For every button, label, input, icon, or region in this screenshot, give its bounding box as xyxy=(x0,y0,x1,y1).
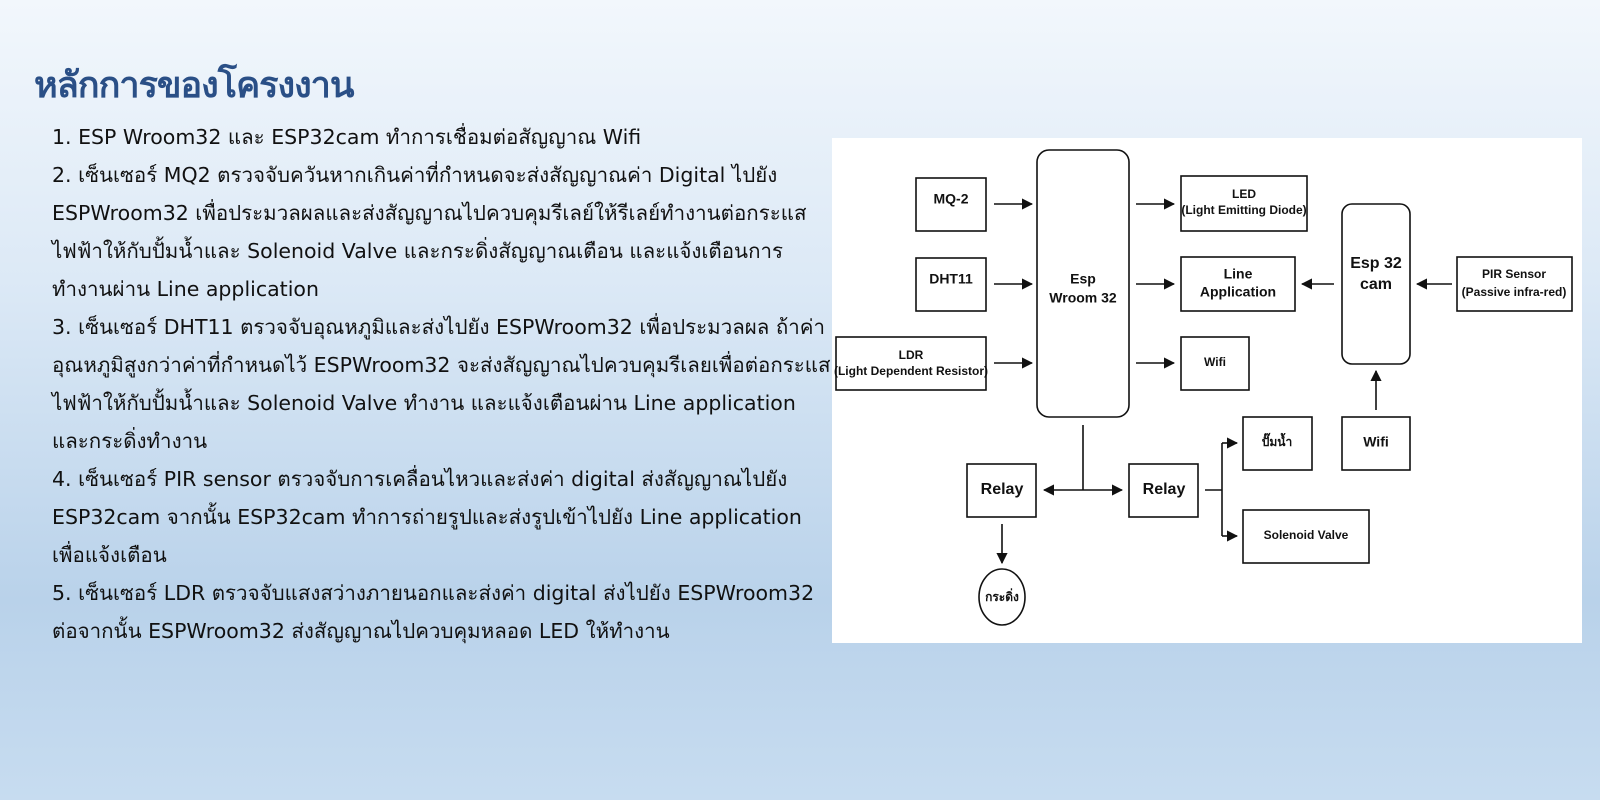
led-label: LED xyxy=(1232,187,1256,201)
bell-block: กระดิ่ง xyxy=(978,568,1026,626)
cam-sublabel: cam xyxy=(1360,276,1392,293)
list-item: 3. เซ็นเซอร์ DHT11 ตรวจจับอุณหภูมิและส่ง… xyxy=(52,315,831,453)
list-item: 5. เซ็นเซอร์ LDR ตรวจจับแสงสว่างภายนอกแล… xyxy=(52,581,815,643)
led-sublabel: (Light Emitting Diode) xyxy=(1181,203,1306,217)
esp32-cam-block: Esp 32 cam xyxy=(1341,203,1411,365)
pir-sublabel: (Passive infra-red) xyxy=(1462,285,1567,299)
page-title: หลักการของโครงงาน xyxy=(34,65,354,106)
relay-left-label: Relay xyxy=(981,481,1024,498)
line-application-block: Line Application xyxy=(1180,256,1296,312)
led-block: LED (Light Emitting Diode) xyxy=(1180,175,1308,232)
relay-left-block: Relay xyxy=(966,463,1037,518)
dht11-block: DHT11 xyxy=(915,257,987,312)
wifi-output-label: Wifi xyxy=(1204,355,1226,369)
dht11-label: DHT11 xyxy=(929,271,973,287)
line-app-label: Line xyxy=(1224,266,1253,282)
line-app-sublabel: Application xyxy=(1200,284,1276,300)
ldr-sublabel: (Light Dependent Resistor) xyxy=(834,364,988,378)
wifi-output-block: Wifi xyxy=(1180,336,1250,391)
relay-right-block: Relay xyxy=(1128,463,1199,518)
relay-right-label: Relay xyxy=(1143,481,1186,498)
block-diagram-svg: MQ-2 DHT11 LDR (Light Dependent Resistor… xyxy=(834,149,1573,626)
valve-label: Solenoid Valve xyxy=(1264,528,1349,542)
pump-block: ปั๊มน้ำ xyxy=(1242,416,1313,471)
esp-label: Esp xyxy=(1070,271,1096,287)
mq2-label: MQ-2 xyxy=(934,191,969,207)
list-item: 4. เซ็นเซอร์ PIR sensor ตรวจจับการเคลื่อ… xyxy=(52,467,802,567)
pump-label: ปั๊มน้ำ xyxy=(1262,432,1292,449)
list-item: 1. ESP Wroom32 และ ESP32cam ทำการเชื่อมต… xyxy=(52,125,642,149)
principle-list: 1. ESP Wroom32 และ ESP32cam ทำการเชื่อมต… xyxy=(52,118,832,650)
wifi-cam-label: Wifi xyxy=(1363,434,1389,450)
ldr-block: LDR (Light Dependent Resistor) xyxy=(834,336,988,391)
esp-sublabel: Wroom 32 xyxy=(1049,290,1117,306)
list-item: 2. เซ็นเซอร์ MQ2 ตรวจจับควันหากเกินค่าที… xyxy=(52,163,807,301)
esp-wroom32-block: Esp Wroom 32 xyxy=(1036,149,1130,418)
cam-label: Esp 32 xyxy=(1350,255,1402,272)
block-diagram: MQ-2 DHT11 LDR (Light Dependent Resistor… xyxy=(832,138,1582,643)
bell-label: กระดิ่ง xyxy=(985,588,1019,604)
ldr-label: LDR xyxy=(899,348,924,362)
mq2-block: MQ-2 xyxy=(915,177,987,232)
pir-sensor-block: PIR Sensor (Passive infra-red) xyxy=(1456,256,1573,312)
solenoid-valve-block: Solenoid Valve xyxy=(1242,509,1370,564)
wifi-cam-block: Wifi xyxy=(1341,416,1411,471)
pir-label: PIR Sensor xyxy=(1482,267,1546,281)
